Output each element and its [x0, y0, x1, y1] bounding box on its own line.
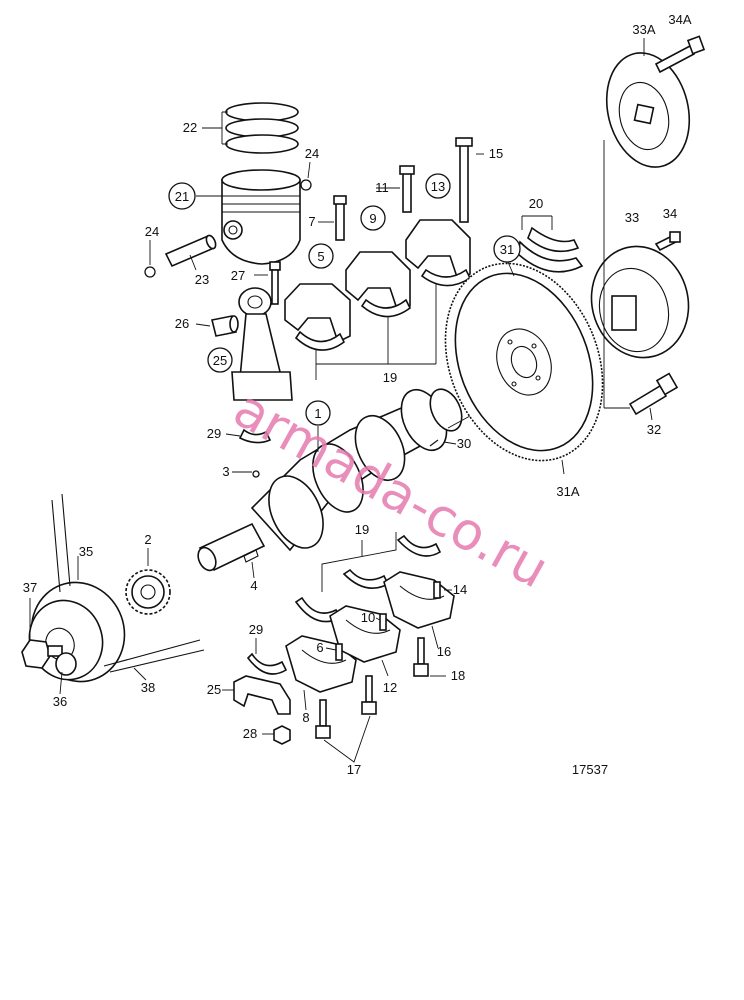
label-2: 2 — [144, 532, 151, 547]
lower-shell-1 — [294, 596, 342, 623]
key-4 — [243, 549, 259, 563]
callout-circle-21 — [168, 182, 196, 210]
label-9: 9 — [369, 211, 376, 226]
label-18: 18 — [451, 668, 465, 683]
label-31: 31 — [500, 242, 514, 257]
label-24-left: 24 — [145, 224, 159, 239]
label-36: 36 — [53, 694, 67, 709]
rod-nut — [273, 725, 291, 745]
label-11: 11 — [375, 180, 389, 195]
label-32: 32 — [647, 422, 661, 437]
callout-circle-13 — [425, 173, 451, 199]
label-34a: 34A — [668, 12, 691, 27]
label-10: 10 — [361, 610, 375, 625]
label-15: 15 — [489, 146, 503, 161]
dowel-10 — [379, 613, 387, 631]
label-34: 34 — [663, 206, 677, 221]
callout-circle-25 — [207, 347, 233, 373]
dowel-pin-30 — [429, 439, 439, 447]
label-31a: 31A — [556, 484, 579, 499]
label-29-upper: 29 — [207, 426, 221, 441]
label-28: 28 — [243, 726, 257, 741]
thrust-washer-upper — [238, 428, 272, 444]
label-12: 12 — [383, 680, 397, 695]
bearing-20 — [517, 240, 584, 273]
dowel-6 — [335, 643, 343, 661]
label-38: 38 — [141, 680, 155, 695]
pulley-washer — [55, 652, 77, 676]
circlip-right — [300, 179, 312, 191]
label-33a: 33A — [632, 22, 655, 37]
label-33: 33 — [625, 210, 639, 225]
bolt-34 — [654, 231, 681, 252]
label-1: 1 — [314, 406, 321, 421]
lower-shell-2 — [342, 568, 390, 590]
rod-bushing — [211, 315, 239, 337]
callout-circle-31 — [493, 235, 521, 263]
label-16: 16 — [437, 644, 451, 659]
callout-circle-1 — [305, 400, 331, 426]
label-35: 35 — [79, 544, 93, 559]
flywheel-plate — [590, 245, 690, 359]
label-37: 37 — [23, 580, 37, 595]
coupling-flange — [605, 52, 691, 168]
label-13: 13 — [431, 179, 445, 194]
label-14: 14 — [453, 582, 467, 597]
rod-bearing-shell-lower — [246, 652, 288, 675]
circlip-left — [144, 266, 156, 278]
label-19-lower: 19 — [355, 522, 369, 537]
callout-circle-9 — [360, 205, 386, 231]
cap-bolt-17a — [315, 699, 331, 739]
callout-circle-5 — [308, 243, 334, 269]
label-29-lower: 29 — [249, 622, 263, 637]
piston-pin — [164, 234, 217, 268]
label-27: 27 — [231, 268, 245, 283]
crankshaft-gear — [125, 569, 171, 615]
connecting-rod — [231, 287, 293, 401]
drive-belt — [51, 493, 205, 673]
label-5: 5 — [317, 249, 324, 264]
label-25-lower: 25 — [207, 682, 221, 697]
label-6: 6 — [316, 640, 323, 655]
dowel-pin-3 — [252, 470, 260, 478]
label-20: 20 — [529, 196, 543, 211]
drawing-number: 17537 — [572, 762, 608, 777]
flywheel — [444, 262, 604, 462]
bearing-cap-13 — [405, 137, 473, 282]
upper-bearing-shell-3 — [420, 268, 472, 287]
bolt-34a — [654, 35, 706, 74]
label-7: 7 — [308, 214, 315, 229]
label-30: 30 — [457, 436, 471, 451]
rod-bolt — [269, 261, 281, 305]
dowel-14 — [433, 581, 441, 599]
label-26: 26 — [175, 316, 189, 331]
bolt-32 — [628, 372, 679, 416]
rod-cap-lower — [233, 675, 291, 715]
main-cap-16 — [383, 571, 455, 629]
label-24-right: 24 — [305, 146, 319, 161]
label-17: 17 — [347, 762, 361, 777]
upper-bearing-shell-2 — [360, 298, 412, 318]
label-19-upper: 19 — [383, 370, 397, 385]
bearing-cap-9 — [345, 165, 415, 314]
label-21: 21 — [175, 189, 189, 204]
crankshaft — [197, 388, 463, 572]
label-23: 23 — [195, 272, 209, 287]
label-25-upper: 25 — [213, 353, 227, 368]
label-22: 22 — [183, 120, 197, 135]
part-labels: 1 2 3 4 5 6 7 8 9 10 11 12 13 14 15 16 1… — [23, 12, 692, 777]
label-4: 4 — [250, 578, 257, 593]
piston — [221, 169, 301, 265]
label-8: 8 — [302, 710, 309, 725]
cap-bolt-17b — [361, 675, 377, 715]
piston-rings — [225, 102, 299, 154]
upper-bearing-shell-1 — [294, 330, 346, 351]
label-3: 3 — [222, 464, 229, 479]
cap-bolt-18 — [413, 637, 429, 677]
lower-shell-3 — [396, 534, 442, 557]
